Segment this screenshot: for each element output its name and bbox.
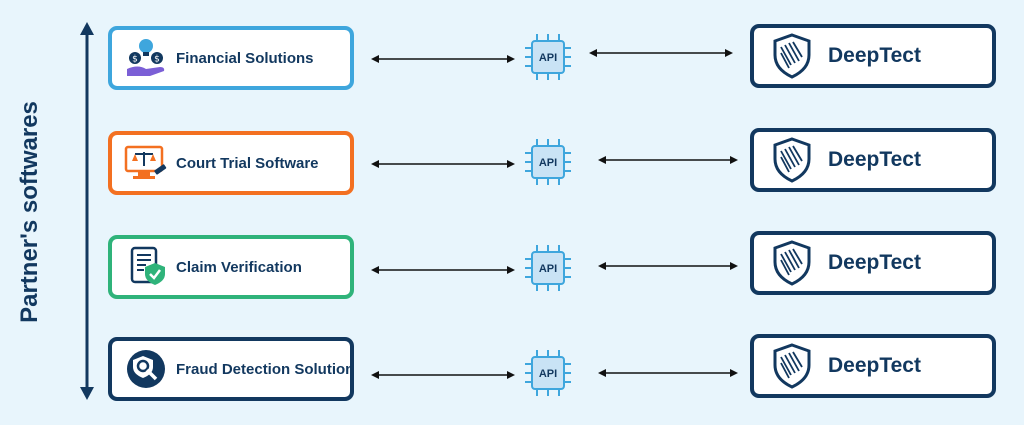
financial-icon: $ $ <box>124 36 168 80</box>
deeptect-label: DeepTect <box>828 148 921 171</box>
partner-box-court: Court Trial Software <box>108 131 354 195</box>
vertical-double-arrow <box>80 22 94 400</box>
arrow-partner-api-3 <box>371 266 515 274</box>
court-icon <box>124 141 168 185</box>
deeptect-label: DeepTect <box>828 251 921 274</box>
deeptect-label: DeepTect <box>828 354 921 377</box>
deeptect-box-4: DeepTect <box>750 334 996 398</box>
deeptect-box-3: DeepTect <box>750 231 996 295</box>
arrow-api-deeptect-4 <box>598 369 738 377</box>
api-chip-icon: API <box>525 34 571 80</box>
partner-label-claim: Claim Verification <box>176 258 302 276</box>
api-chip-icon: API <box>525 245 571 291</box>
deeptect-box-1: DeepTect <box>750 24 996 88</box>
api-chip-icon: API <box>525 139 571 185</box>
deeptect-shield-icon <box>773 343 811 389</box>
api-chip-label: API <box>539 263 557 275</box>
side-label: Partner's softwares <box>16 101 43 323</box>
fraud-icon <box>124 347 168 391</box>
api-chip-label: API <box>539 52 557 64</box>
svg-text:$: $ <box>132 55 138 65</box>
partner-label-financial: Financial Solutions <box>176 49 314 67</box>
deeptect-shield-icon <box>773 137 811 183</box>
api-chip-label: API <box>539 368 557 380</box>
api-chip-icon: API <box>525 350 571 396</box>
partner-box-claim: Claim Verification <box>108 235 354 299</box>
arrow-partner-api-2 <box>371 160 515 168</box>
deeptect-box-2: DeepTect <box>750 128 996 192</box>
deeptect-shield-icon <box>773 240 811 286</box>
api-chip-label: API <box>539 157 557 169</box>
deeptect-label: DeepTect <box>828 44 921 67</box>
arrow-partner-api-4 <box>371 371 515 379</box>
partner-label-court: Court Trial Software <box>176 154 319 172</box>
partner-label-fraud: Fraud Detection Solution <box>176 360 355 378</box>
deeptect-shield-icon <box>773 33 811 79</box>
arrow-api-deeptect-2 <box>598 156 738 164</box>
svg-text:$: $ <box>154 55 160 65</box>
arrow-partner-api-1 <box>371 55 515 63</box>
partner-box-financial: $ $ Financial Solutions <box>108 26 354 90</box>
arrow-api-deeptect-3 <box>598 262 738 270</box>
arrow-api-deeptect-1 <box>589 49 733 57</box>
claim-icon <box>124 245 168 289</box>
partner-box-fraud: Fraud Detection Solution <box>108 337 354 401</box>
